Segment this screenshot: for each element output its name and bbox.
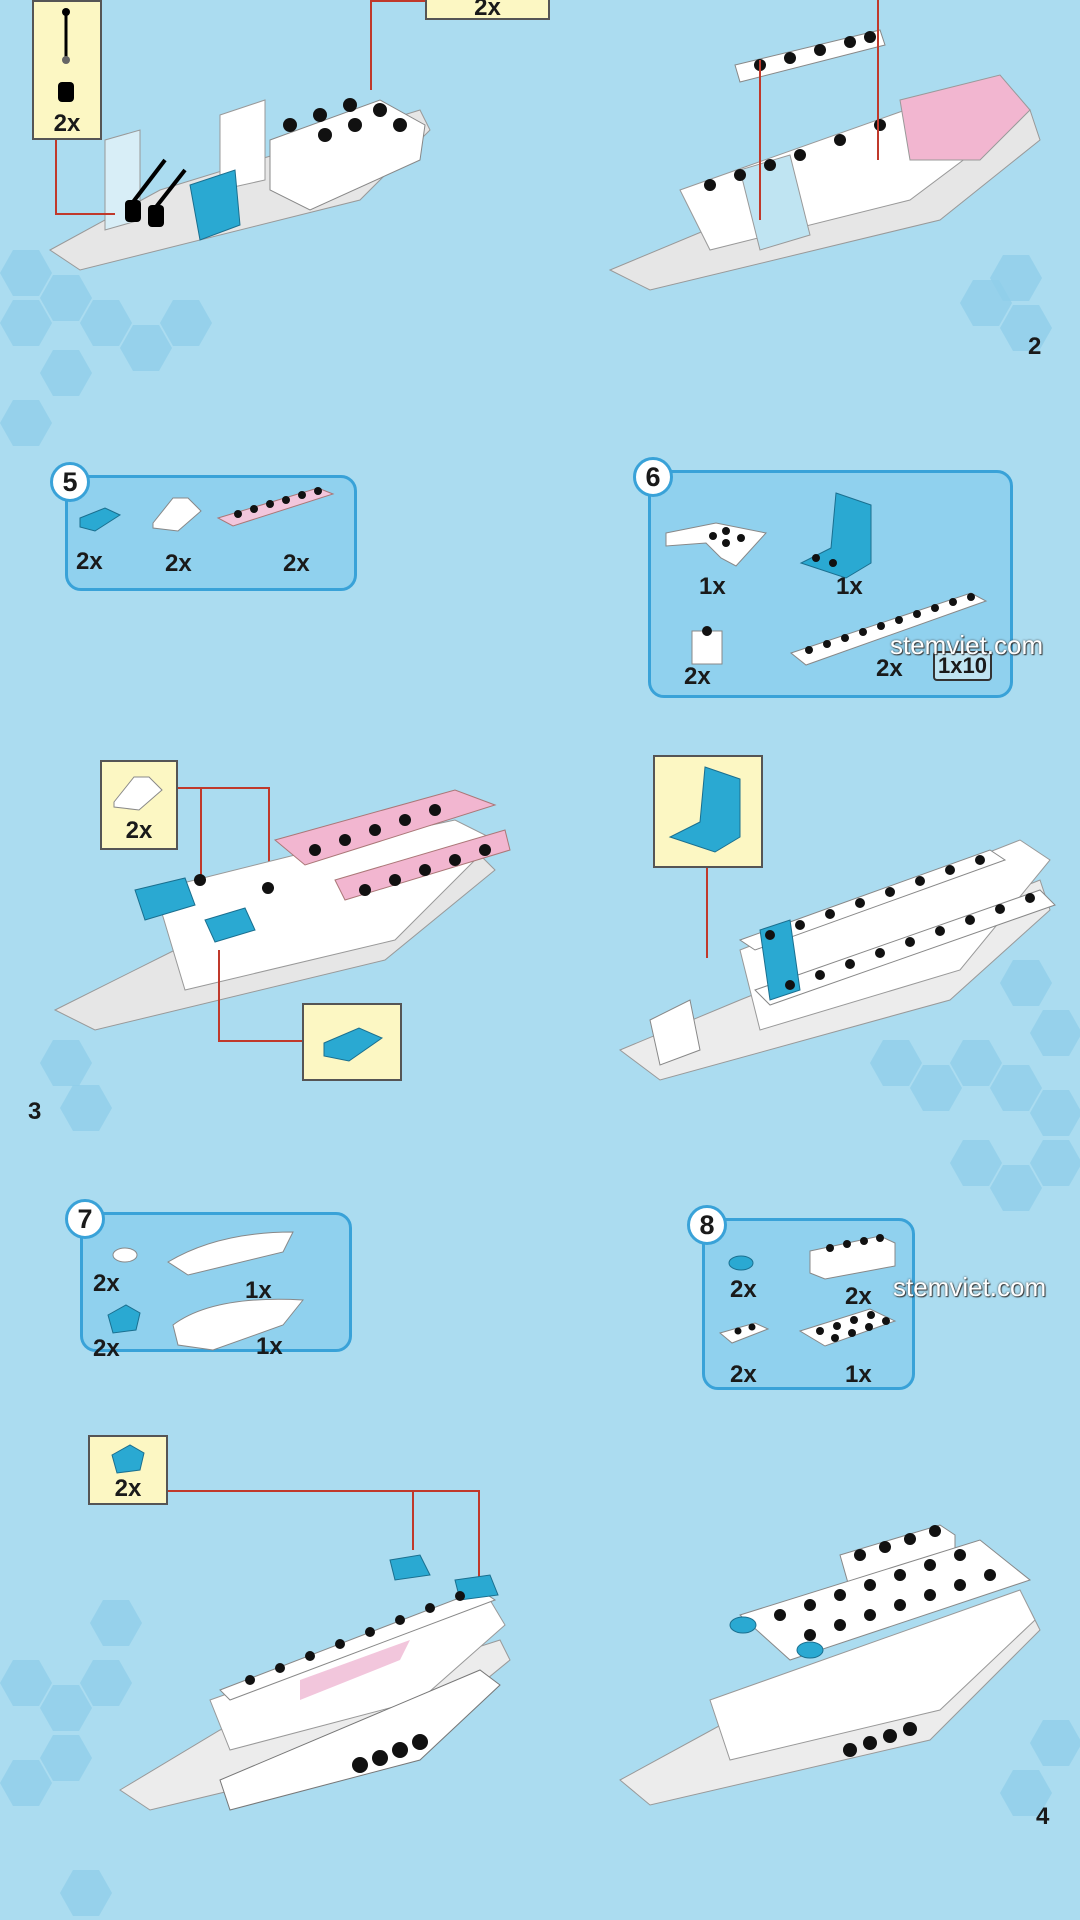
white-plate-1x10-part-icon — [789, 592, 988, 666]
white-plate-1x2-part-icon — [718, 1322, 770, 1344]
arrow-line — [55, 213, 115, 215]
white-slope-callout: 2x — [100, 760, 178, 850]
arrow-line — [168, 1490, 480, 1492]
top-cut-callout: 2x — [425, 0, 550, 21]
blue-slope-part-icon — [111, 1444, 145, 1474]
white-plate-2x4-part-icon — [798, 1308, 897, 1347]
part-qty: 2x — [165, 550, 192, 577]
lever-qty: 2x — [53, 110, 81, 137]
part-qty: 2x — [730, 1276, 757, 1303]
step-8-parts-panel: 8 2x 2x 2x 1x — [687, 1205, 915, 1390]
part-qty: 1x — [699, 573, 726, 600]
part-qty: 1x — [836, 573, 863, 600]
blue-slope-small-callout: 2x — [88, 1435, 168, 1505]
step-6-parts-panel: 6 1x 1x 2x 2x 1x10 — [633, 457, 1013, 698]
white-wedge-plate-part-icon — [665, 522, 767, 567]
arrow-line — [178, 787, 270, 789]
white-brick-part-icon — [691, 626, 723, 665]
white-slope-part-icon — [152, 497, 202, 532]
part-qty: 1x — [845, 1361, 872, 1388]
boat-step-assembly-1 — [49, 98, 431, 271]
watermark: stemviet.com — [893, 1272, 1047, 1302]
white-curved-slope-part-icon — [167, 1231, 294, 1276]
arrow-line — [55, 140, 57, 215]
arrow-line — [706, 868, 708, 958]
part-qty: 2x — [684, 663, 711, 690]
boat-step-assembly-2 — [608, 0, 1041, 291]
step-number: 6 — [633, 457, 673, 497]
part-qty: 1x — [245, 1277, 272, 1304]
step-number: 8 — [687, 1205, 727, 1245]
part-qty: 2x — [730, 1361, 757, 1388]
page-number: 2 — [1028, 333, 1042, 360]
size-label: 1x10 — [933, 651, 992, 681]
lever-part-icon — [58, 8, 74, 102]
lever-callout: 2x — [32, 0, 102, 140]
part-qty: 2x — [283, 550, 310, 577]
blue-slope-part-icon — [107, 1304, 141, 1334]
blue-slope-part-icon — [323, 1027, 384, 1062]
boat-step-assembly-6 — [619, 1524, 1041, 1806]
boat-step-assembly-5 — [119, 1554, 511, 1811]
arrow-line — [412, 1490, 414, 1550]
white-wedge-hull-part-icon — [172, 1298, 304, 1351]
page-number: 3 — [28, 1098, 42, 1125]
blue-seat-part-icon — [799, 492, 872, 579]
part-qty: 2x — [876, 655, 903, 682]
step-number: 5 — [50, 462, 90, 502]
top-cut-qty: 2x — [474, 0, 501, 21]
arrow-line — [200, 787, 202, 877]
arrow-line — [218, 1040, 302, 1042]
arrow-line — [218, 950, 220, 1042]
blue-seat-part-icon — [668, 766, 741, 853]
step-5-parts-panel: 5 2x 2x 2x — [50, 462, 357, 591]
blue-seat-callout — [653, 755, 763, 868]
arrow-line — [370, 0, 425, 2]
white-round-plate-part-icon — [112, 1247, 138, 1263]
blue-round-plate-part-icon — [728, 1255, 754, 1271]
boat-step-assembly-3 — [53, 789, 511, 1031]
callout-qty: 2x — [125, 817, 153, 844]
pink-plate-part-icon — [216, 487, 335, 527]
callout-qty: 2x — [114, 1475, 142, 1502]
step-number: 7 — [65, 1199, 105, 1239]
blue-slope-part-icon — [79, 507, 122, 532]
arrow-line — [370, 0, 372, 90]
arrow-line — [478, 1490, 480, 1580]
part-qty: 2x — [93, 1270, 120, 1297]
part-qty: 2x — [76, 548, 103, 575]
white-slope-part-icon — [113, 776, 163, 811]
boat-step-assembly-4 — [619, 839, 1056, 1081]
page-number: 4 — [1036, 1803, 1050, 1830]
white-brick-1x4-part-icon — [809, 1234, 896, 1280]
arrow-line — [268, 787, 270, 892]
step-7-parts-panel: 7 2x 1x 2x 1x — [65, 1199, 352, 1362]
watermark: stemviet.com — [890, 630, 1044, 660]
blue-slope-callout — [302, 1003, 402, 1081]
part-qty: 2x — [93, 1335, 120, 1362]
part-qty: 2x — [845, 1283, 872, 1310]
part-qty: 1x — [256, 1333, 283, 1360]
